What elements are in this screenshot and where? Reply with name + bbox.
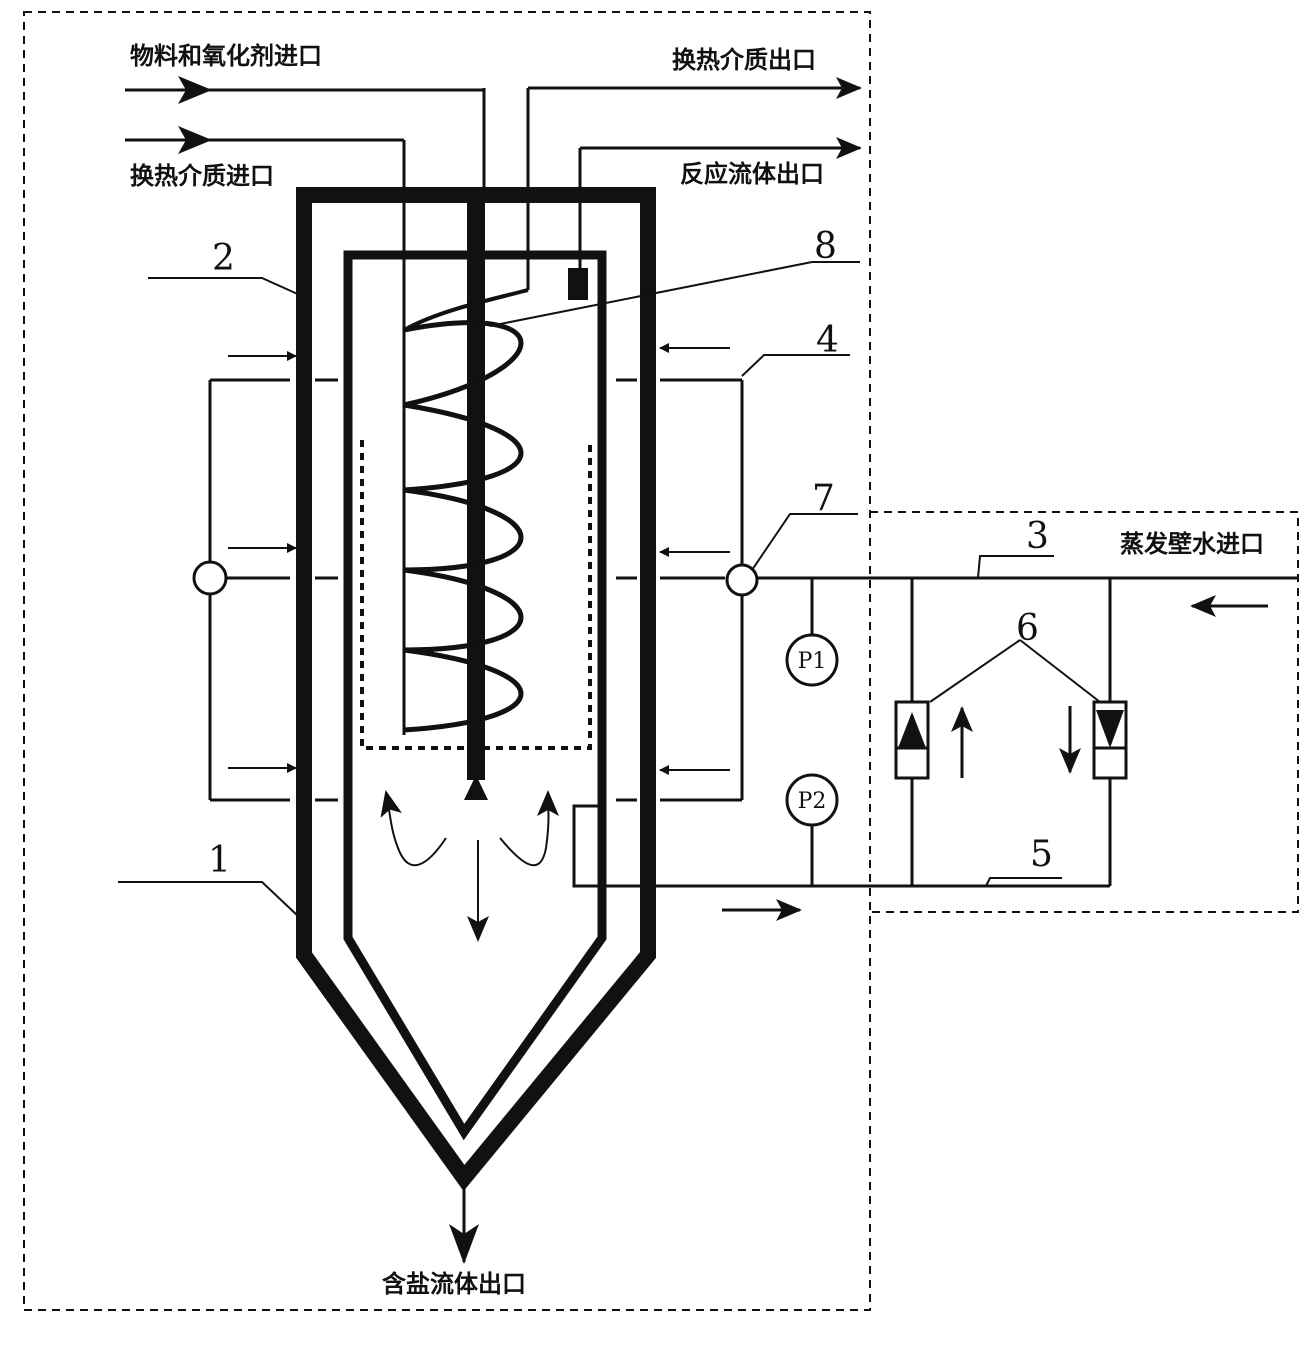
feed-pipe bbox=[464, 88, 488, 800]
check-valve-down-icon bbox=[1096, 710, 1124, 748]
gauge-p1-label: P1 bbox=[798, 649, 827, 674]
check-valve-up-icon bbox=[898, 712, 926, 748]
label-medium-outlet: 换热介质出口 bbox=[672, 46, 816, 74]
outer-shell bbox=[296, 187, 656, 1192]
outlet-filter bbox=[568, 268, 588, 300]
left-valve bbox=[192, 560, 228, 596]
heat-exchange-coil bbox=[402, 88, 530, 735]
gauge-p2-label: P2 bbox=[798, 789, 827, 814]
part-number-6: 6 bbox=[1016, 608, 1039, 649]
part-number-3: 3 bbox=[1026, 516, 1049, 557]
check-valves bbox=[894, 578, 1128, 886]
label-medium-inlet: 换热介质进口 bbox=[130, 162, 274, 190]
dashed-boundaries bbox=[23, 11, 1299, 1311]
reactor-boundary bbox=[23, 11, 871, 1311]
right-distribution bbox=[616, 378, 1298, 802]
label-feed-inlet: 物料和氧化剂进口 bbox=[130, 42, 322, 70]
part-number-2: 2 bbox=[212, 238, 235, 279]
part-number-1: 1 bbox=[208, 840, 231, 881]
part-number-4: 4 bbox=[816, 320, 839, 361]
part-number-5: 5 bbox=[1030, 834, 1053, 875]
label-salt-outlet: 含盐流体出口 bbox=[382, 1270, 526, 1298]
pressure-gauge-p1: P1 bbox=[785, 633, 839, 687]
label-water-inlet: 蒸发壁水进口 bbox=[1120, 530, 1264, 558]
pressure-gauge-p2: P2 bbox=[785, 773, 839, 827]
right-valve bbox=[725, 563, 759, 597]
right-flow-arrows bbox=[659, 343, 730, 775]
left-distribution bbox=[208, 378, 338, 802]
top-pipes bbox=[125, 77, 862, 159]
water-system-boundary bbox=[870, 511, 1299, 913]
inlet-arrowheads bbox=[178, 76, 212, 154]
label-fluid-outlet: 反应流体出口 bbox=[680, 160, 824, 188]
valve-flow-arrows bbox=[951, 706, 1081, 778]
return-pipe bbox=[572, 578, 1110, 888]
evaporating-wall bbox=[343, 250, 607, 1141]
leader-lines bbox=[118, 261, 1101, 917]
part-number-8: 8 bbox=[814, 226, 837, 267]
part-number-7: 7 bbox=[812, 478, 835, 519]
left-flow-arrows bbox=[228, 351, 297, 773]
internal-flow-arrows bbox=[380, 790, 560, 942]
